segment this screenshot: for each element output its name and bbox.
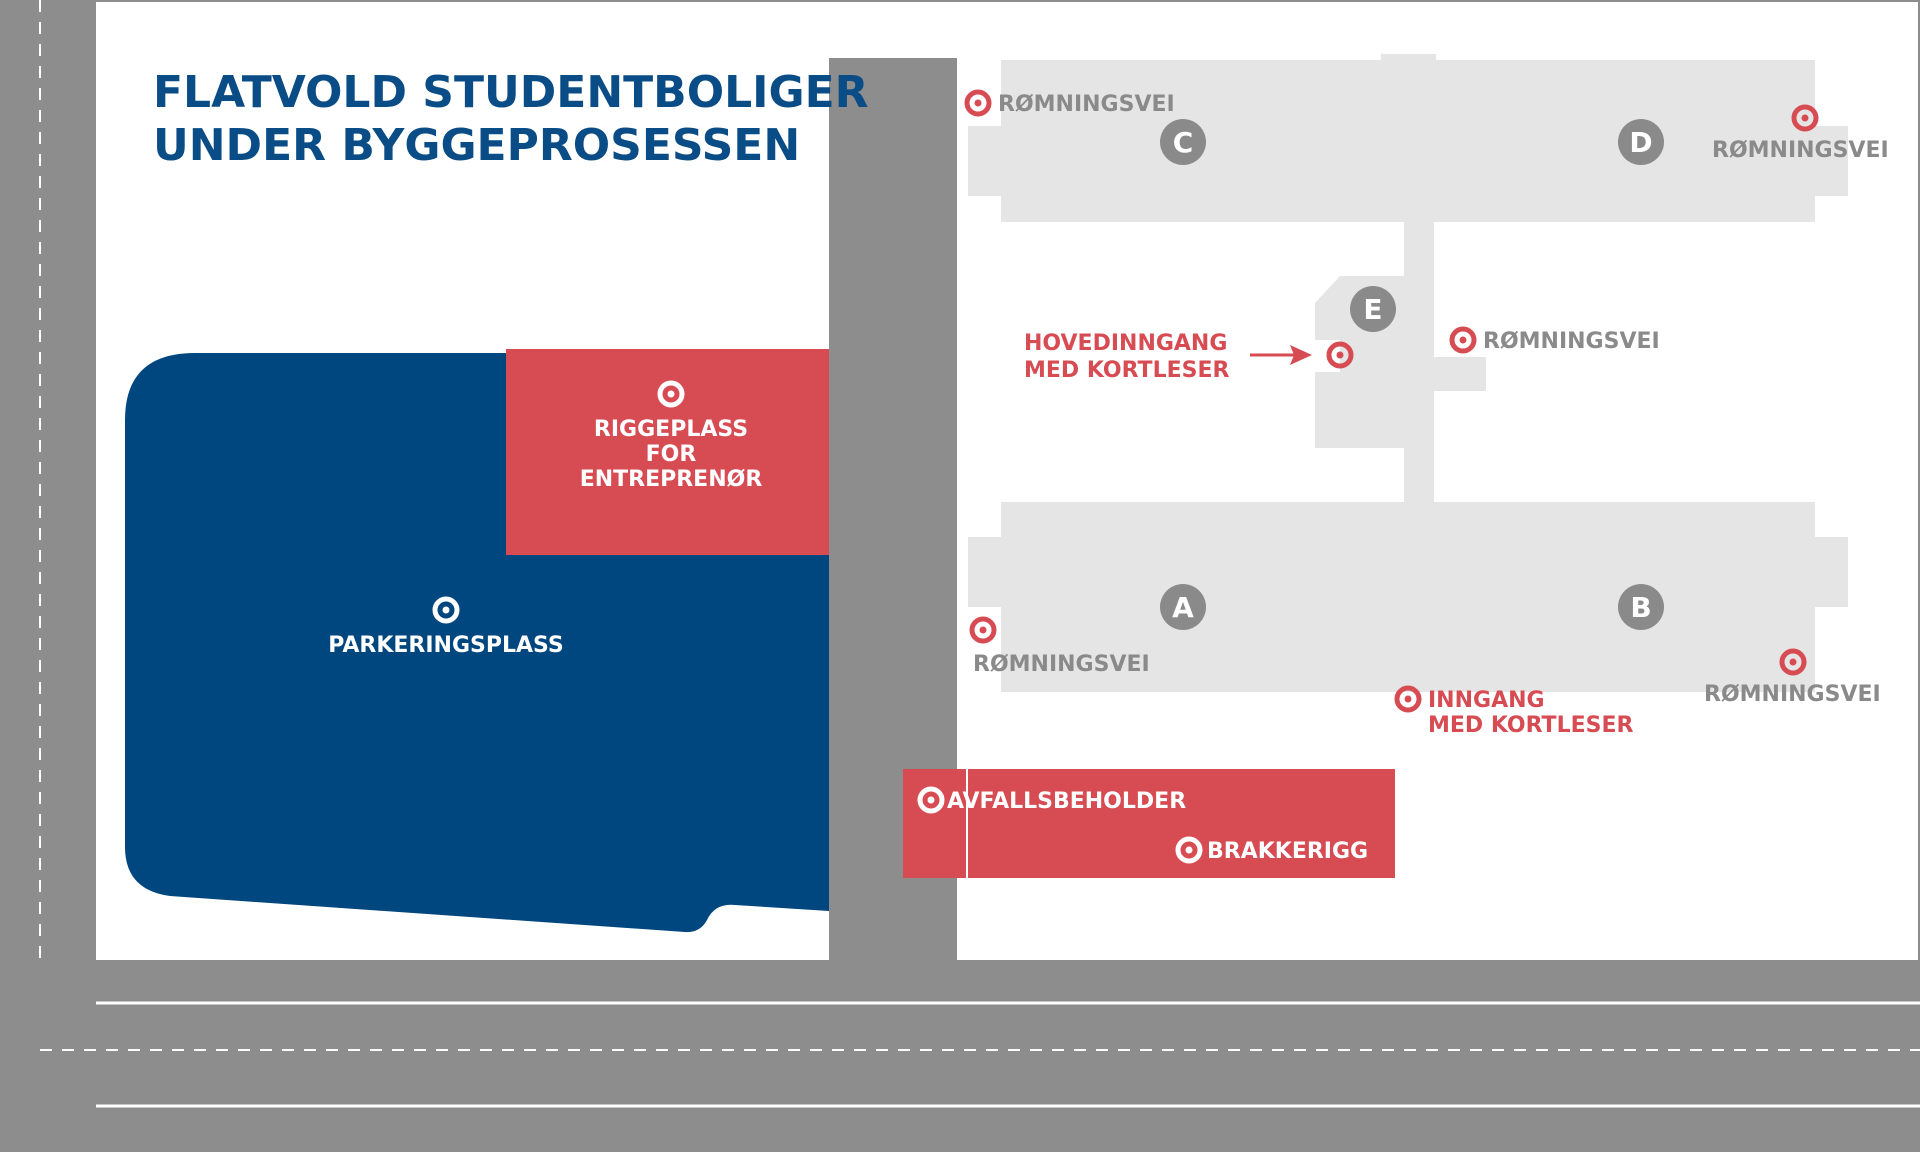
page-title-line1: FLATVOLD STUDENTBOLIGER: [153, 67, 869, 118]
exit-label-a: RØMNINGSVEI: [973, 652, 1150, 677]
building-badge-b: B: [1618, 584, 1664, 630]
target-marker-icon: [1779, 648, 1807, 676]
building-label-d: D: [1629, 126, 1652, 159]
target-marker-icon: [964, 89, 992, 117]
rigging-label-line3: ENTREPRENØR: [580, 467, 763, 492]
building-badge-d: D: [1618, 119, 1664, 165]
waste-barracks-area: [903, 769, 1395, 878]
building-label-a: A: [1172, 591, 1194, 624]
side-entrance-label-line1: INNGANG: [1428, 688, 1545, 713]
target-marker-icon: [1449, 326, 1477, 354]
target-marker-icon: [1394, 685, 1422, 713]
exit-label-c: RØMNINGSVEI: [998, 92, 1175, 117]
building-badge-c: C: [1160, 119, 1206, 165]
main-entrance-arrow-head: [1290, 345, 1312, 365]
building-label-e: E: [1363, 293, 1382, 326]
waste-label: AVFALLSBEHOLDER: [947, 789, 1186, 814]
exit-label-b: RØMNINGSVEI: [1704, 682, 1881, 707]
target-marker-icon: [1791, 104, 1819, 132]
building-e: [1315, 276, 1486, 448]
target-marker-icon: [969, 616, 997, 644]
target-marker-icon: [917, 786, 945, 814]
exit-label-d: RØMNINGSVEI: [1712, 138, 1889, 163]
building-label-c: C: [1173, 126, 1194, 159]
target-marker-icon: [1326, 341, 1354, 369]
barracks-label: BRAKKERIGG: [1207, 839, 1368, 864]
page-title-line2: UNDER BYGGEPROSESSEN: [153, 120, 800, 171]
target-marker-icon: [657, 380, 685, 408]
road-bottom-horizontal: [0, 960, 1920, 1152]
side-entrance-label-line2: MED KORTLESER: [1428, 713, 1633, 738]
parking-label: PARKERINGSPLASS: [328, 633, 563, 658]
building-label-b: B: [1630, 591, 1651, 624]
main-entrance-label-line2: MED KORTLESER: [1024, 358, 1229, 383]
building-badge-e: E: [1350, 286, 1396, 332]
rigging-label-line1: RIGGEPLASS: [594, 417, 748, 442]
building-ab: [968, 502, 1848, 692]
building-cd: [968, 54, 1848, 222]
building-badge-a: A: [1160, 584, 1206, 630]
target-marker-icon: [432, 596, 460, 624]
exit-label-e: RØMNINGSVEI: [1483, 329, 1660, 354]
target-marker-icon: [1175, 836, 1203, 864]
main-entrance-label-line1: HOVEDINNGANG: [1024, 331, 1227, 356]
rigging-label-line2: FOR: [646, 442, 697, 467]
